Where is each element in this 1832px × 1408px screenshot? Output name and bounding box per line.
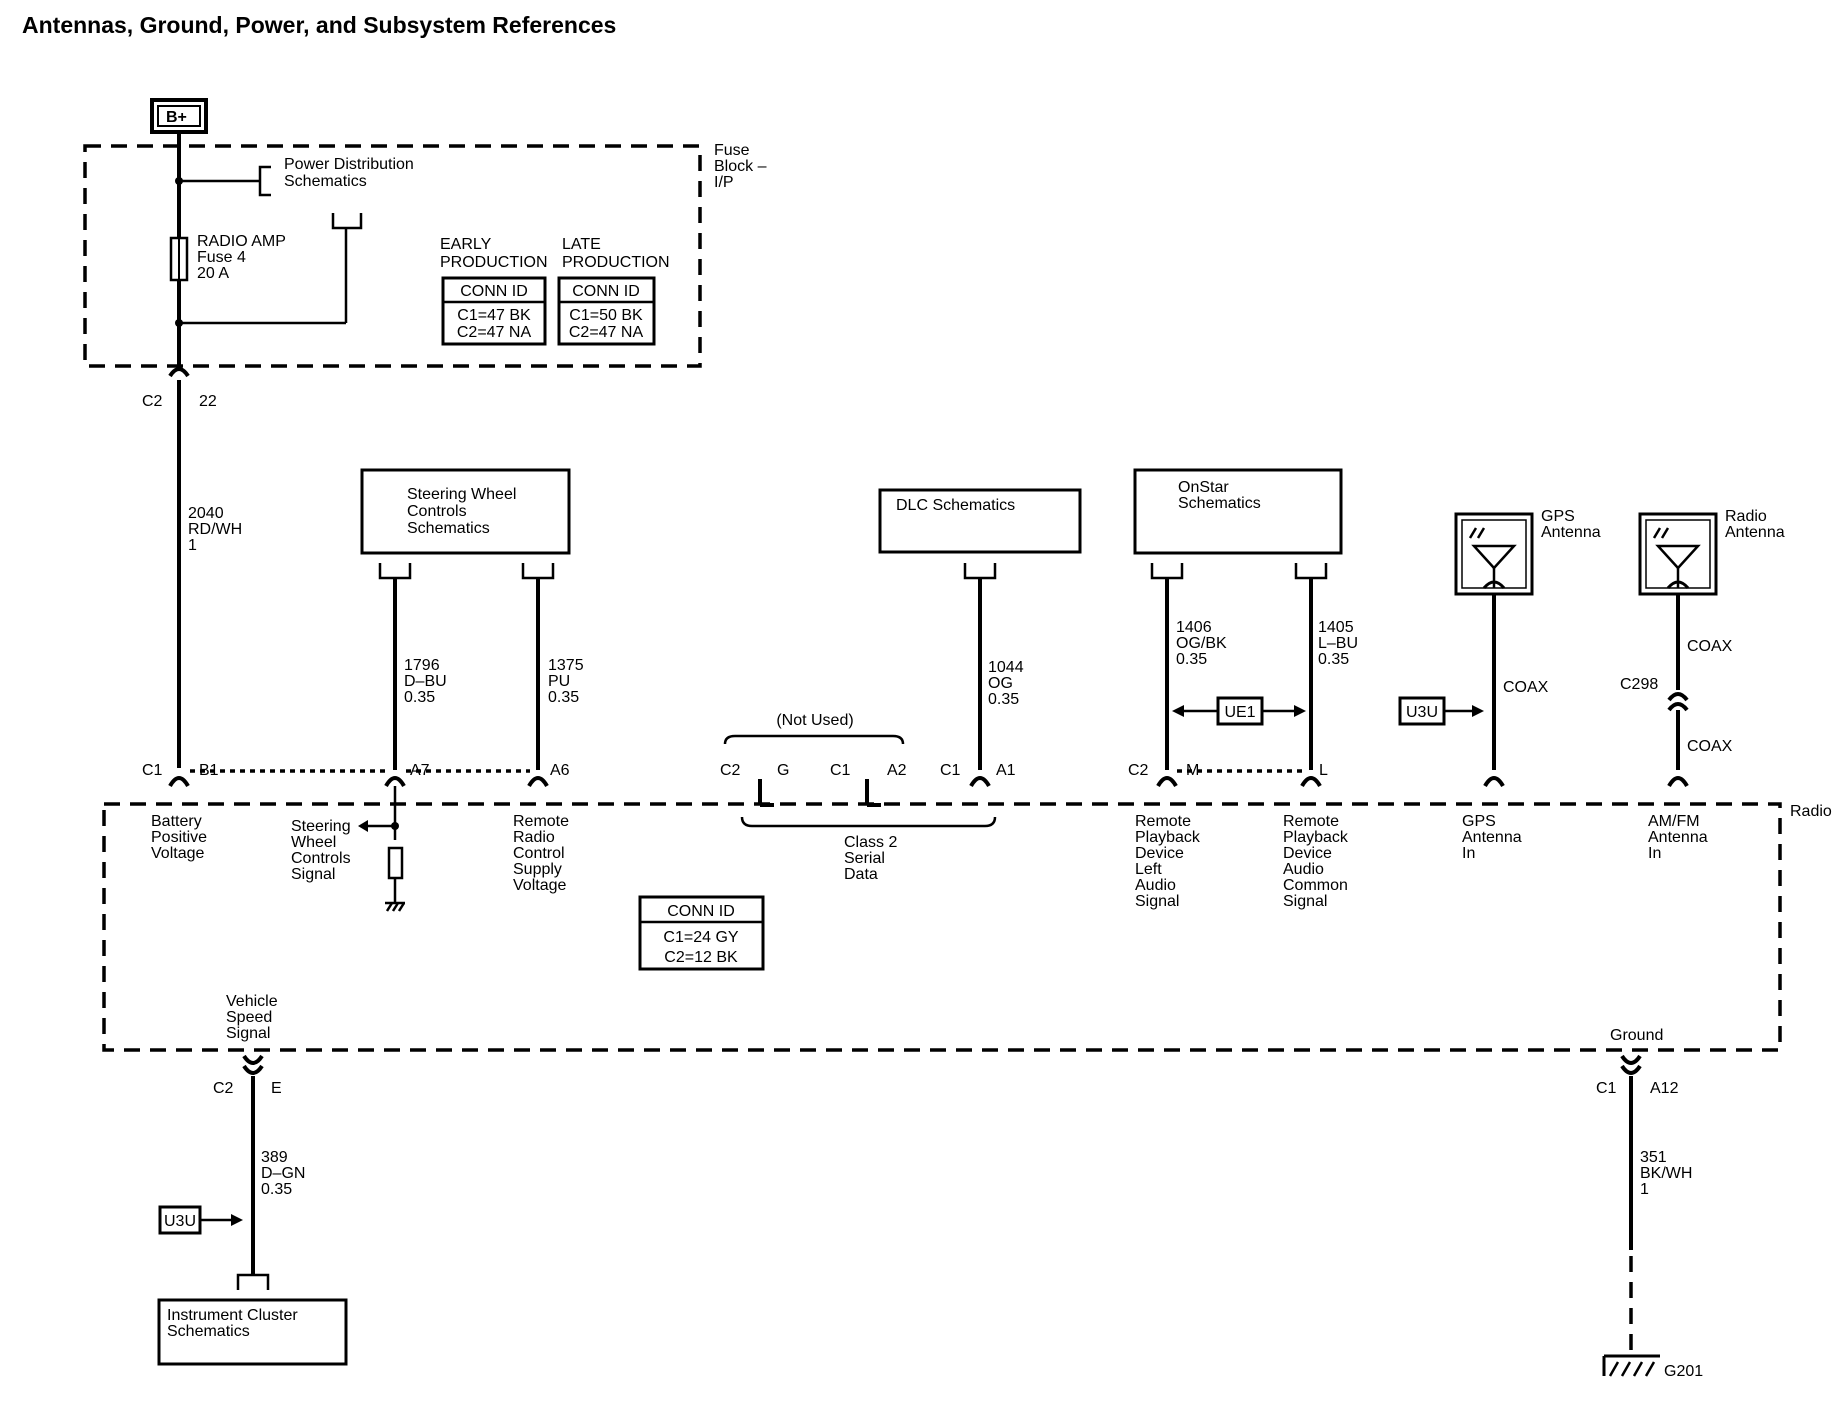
pin-a7-terminal <box>384 776 406 788</box>
vss-c2-label: C2 <box>213 1080 234 1097</box>
pin-e-connector <box>242 1054 264 1065</box>
amfm-antenna-in-label: AM/FM Antenna In <box>1648 813 1712 862</box>
instrument-cluster-schematics-label: Instrument Cluster Schematics <box>167 1307 302 1340</box>
pin-c1-label-b1: C1 <box>142 762 163 779</box>
pin-m-label: M <box>1186 762 1199 779</box>
early-conn-id-table: CONN ID C1=47 BK C2=47 NA <box>441 276 547 346</box>
pin-b1-terminal <box>168 776 190 788</box>
wire-1375-label: 1375 PU 0.35 <box>548 657 588 706</box>
amfm-in-terminal <box>1667 776 1689 788</box>
gps-antenna-in-label: GPS Antenna In <box>1462 813 1526 862</box>
swc-signal-label: Steering Wheel Controls Signal <box>291 818 355 883</box>
svg-text:C2=47 NA: C2=47 NA <box>569 324 644 341</box>
pin-a12-label: A12 <box>1650 1080 1679 1097</box>
wire-2040-label: 2040 RD/WH 1 <box>188 505 247 554</box>
page-title: Antennas, Ground, Power, and Subsystem R… <box>22 12 616 38</box>
class2-serial-data-label: Class 2 Serial Data <box>844 834 902 883</box>
c298-label: C298 <box>1620 676 1658 693</box>
svg-text:C1=47 BK: C1=47 BK <box>457 307 531 324</box>
fuse-block-label: Fuse Block – I/P <box>714 142 771 191</box>
dlc-schematics-label: DLC Schematics <box>896 497 1015 514</box>
wire-389-label: 389 D–GN 0.35 <box>261 1149 310 1198</box>
wire-351-label: 351 BK/WH 1 <box>1640 1149 1697 1198</box>
radio-module-outline <box>102 802 1782 1052</box>
swc-schematics-label: Steering Wheel Controls Schematics <box>407 486 521 537</box>
svg-text:C1=24 GY: C1=24 GY <box>663 929 738 946</box>
late-production-label: LATE PRODUCTION <box>562 236 670 271</box>
pin-l-terminal <box>1300 776 1322 788</box>
pin-m-terminal <box>1156 776 1178 788</box>
ue1-label: UE1 <box>1224 704 1255 721</box>
radio-amp-fuse-label: RADIO AMP Fuse 4 20 A <box>197 233 290 282</box>
radio-conn-id-table: CONN ID C1=24 GY C2=12 BK <box>638 895 765 971</box>
b-plus-source: B+ <box>150 98 208 134</box>
dlc-schematics-box <box>878 488 1082 554</box>
pin-l-label: L <box>1319 762 1328 779</box>
pin-a1-label: A1 <box>996 762 1016 779</box>
early-production-label: EARLY PRODUCTION <box>440 236 548 271</box>
swc-schematics-box <box>360 468 571 555</box>
pin-e-label: E <box>271 1080 282 1097</box>
pin-c1-label-a1: C1 <box>940 762 961 779</box>
pin-a6-label: A6 <box>550 762 570 779</box>
svg-text:C1=50 BK: C1=50 BK <box>569 307 643 324</box>
fuse-c2-label: C2 <box>142 393 163 410</box>
gps-antenna-label: GPS Antenna <box>1541 508 1601 541</box>
wire-1044-label: 1044 OG 0.35 <box>988 659 1028 708</box>
ground-c1-label: C1 <box>1596 1080 1617 1097</box>
fuse-block-c2-connector <box>168 367 190 378</box>
gps-in-terminal <box>1483 776 1505 788</box>
ue1-option-box <box>1216 696 1264 726</box>
pin-a1-terminal <box>969 776 991 788</box>
rpd-audio-common-label: Remote Playback Device Audio Common Sign… <box>1283 813 1352 910</box>
c298-connector <box>1667 692 1689 702</box>
vehicle-speed-signal-label: Vehicle Speed Signal <box>226 993 282 1042</box>
pin-c1-label-a2: C1 <box>830 762 851 779</box>
pin-b1-label: B1 <box>199 762 219 779</box>
pds-schematics-ref: Power Distribution Schematics <box>284 156 418 190</box>
fuse-block-outline <box>83 144 702 368</box>
wire-1406-label: 1406 OG/BK 0.35 <box>1176 619 1231 668</box>
not-used-label: (Not Used) <box>776 712 853 729</box>
fuse-pin-22-label: 22 <box>199 393 217 410</box>
ground-g201-symbol <box>1602 1354 1660 1377</box>
pin-a7-label: A7 <box>410 762 430 779</box>
svg-text:CONN ID: CONN ID <box>460 283 528 300</box>
radio-antenna-label: Radio Antenna <box>1725 508 1785 541</box>
instrument-cluster-schematics-box <box>157 1298 348 1366</box>
pin-a12-connector <box>1620 1054 1642 1065</box>
radio-label: Radio <box>1790 803 1832 820</box>
remote-radio-control-supply-label: Remote Radio Control Supply Voltage <box>513 813 573 894</box>
rpd-left-audio-label: Remote Playback Device Left Audio Signal <box>1135 813 1204 910</box>
radio-coax-lower-label: COAX <box>1687 738 1733 755</box>
b-plus-label: B+ <box>166 109 187 126</box>
wire-1796-label: 1796 D–BU 0.35 <box>404 657 451 706</box>
battery-positive-voltage-label: Battery Positive Voltage <box>151 813 211 862</box>
onstar-schematics-label: OnStar Schematics <box>1178 479 1261 512</box>
pin-g-label: G <box>777 762 789 779</box>
svg-text:CONN ID: CONN ID <box>572 283 640 300</box>
svg-text:CONN ID: CONN ID <box>667 903 735 920</box>
pin-c2-label-m: C2 <box>1128 762 1149 779</box>
pin-c2-label-g: C2 <box>720 762 741 779</box>
u3u-label-gps: U3U <box>1406 704 1438 721</box>
ground-label: Ground <box>1610 1027 1663 1044</box>
gps-antenna-symbol <box>1454 512 1534 596</box>
radio-antenna-symbol <box>1638 512 1718 596</box>
u3u-label-vss: U3U <box>164 1213 196 1230</box>
pin-a2-label: A2 <box>887 762 907 779</box>
onstar-schematics-box <box>1133 468 1343 555</box>
radio-coax-upper-label: COAX <box>1687 638 1733 655</box>
gps-coax-label: COAX <box>1503 679 1549 696</box>
late-conn-id-table: CONN ID C1=50 BK C2=47 NA <box>557 276 656 346</box>
g201-label: G201 <box>1664 1363 1703 1380</box>
svg-text:C2=47 NA: C2=47 NA <box>457 324 532 341</box>
pin-a6-terminal <box>527 776 549 788</box>
wire-1405-label: 1405 L–BU 0.35 <box>1318 619 1362 668</box>
svg-text:C2=12 BK: C2=12 BK <box>664 949 738 966</box>
